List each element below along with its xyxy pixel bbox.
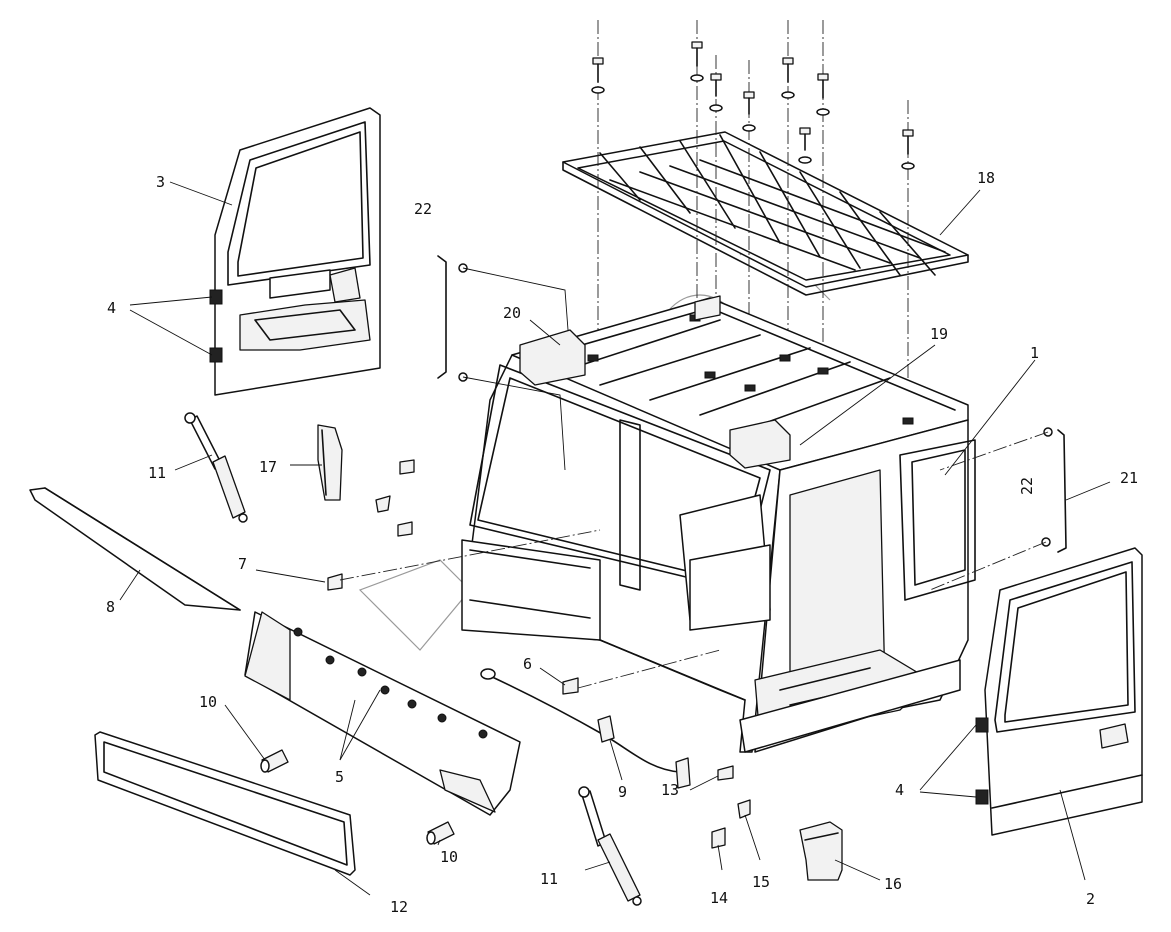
callout-8: 8 [106,598,115,616]
pillar-cover [317,424,343,501]
callout-15: 15 [752,873,770,891]
callout-10b: 10 [440,848,458,866]
seal-frame [94,731,356,876]
cab-body [461,295,976,753]
callout-20: 20 [503,304,521,322]
callout-12: 12 [390,898,408,916]
callout-6: 6 [523,655,532,673]
callout-11b: 11 [540,870,558,888]
callout-4b: 4 [895,781,904,799]
panel-holes [293,627,488,739]
callout-14: 14 [710,889,728,907]
roof-rack [562,131,969,296]
callout-1: 1 [1030,344,1039,362]
callout-3: 3 [156,173,165,191]
callout-17: 17 [259,458,277,476]
pins [260,749,455,845]
callout-5: 5 [335,768,344,786]
front-lower-panels [29,487,521,816]
callout-2: 2 [1086,890,1095,908]
gas-springs [184,412,642,906]
cable [480,668,691,789]
small-brackets [327,459,751,849]
callout-13: 13 [661,781,679,799]
callout-16: 16 [884,875,902,893]
leader-lines [119,181,1111,896]
callout-22a: 22 [414,200,432,218]
left-door [209,107,381,396]
callout-labels: 1 2 3 4 4 5 6 7 8 9 10 10 11 11 12 13 14… [106,169,1138,916]
right-door [975,547,1143,836]
callout-10a: 10 [199,693,217,711]
callout-7: 7 [238,555,247,573]
right-seal-rods [437,255,1067,591]
callout-19: 19 [930,325,948,343]
callout-22b: 22 [1018,477,1036,495]
callout-11a: 11 [148,464,166,482]
callout-9: 9 [618,783,627,801]
callout-4a: 4 [107,299,116,317]
cover-16 [799,821,843,881]
callout-21: 21 [1120,469,1138,487]
callout-18: 18 [977,169,995,187]
